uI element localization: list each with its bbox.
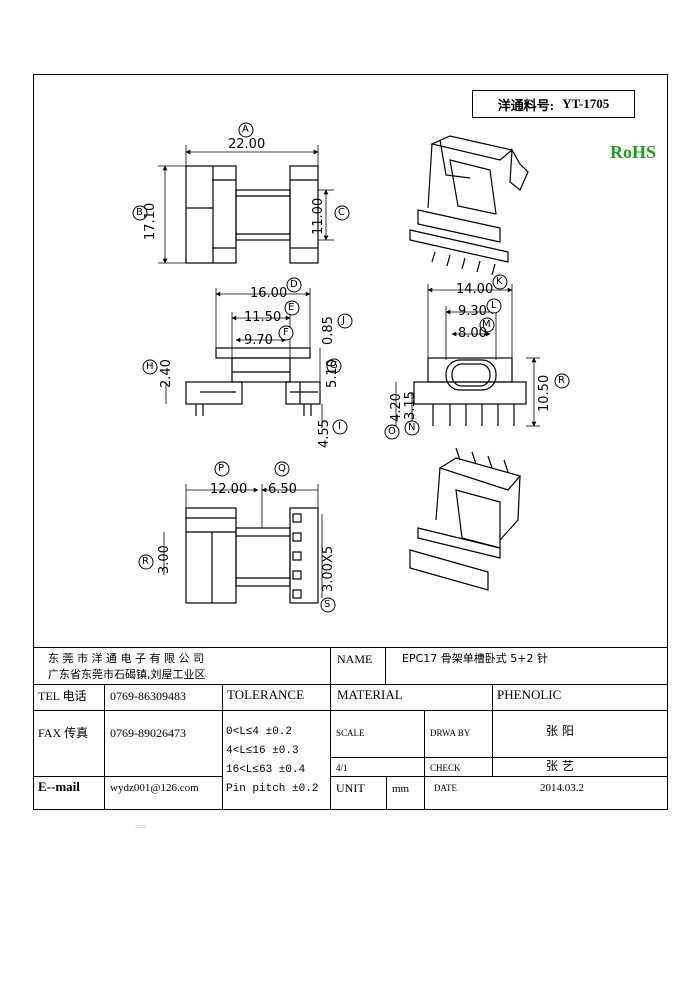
rohs-mark: RoHS (610, 142, 657, 162)
dim-q: 6.50 (268, 482, 297, 497)
dim-r-bottom: 3.00 (157, 545, 172, 574)
tel-value: 0769-86309483 (110, 689, 186, 703)
dim-p: 12.00 (210, 482, 248, 497)
dim-m: 8.00 (458, 326, 487, 341)
tel-label: TEL 电话 (38, 689, 87, 703)
dim-d: 16.00 (250, 286, 288, 301)
callout-f: F (283, 327, 289, 338)
dim-c: 11.00 (311, 197, 326, 235)
dim-a: 22.00 (228, 137, 266, 152)
tolerance-line-1: 0<L≤4 ±0.2 (226, 726, 293, 738)
company-address: 广东省东莞市石碣镇,刘屋工业区 (48, 668, 206, 681)
callout-r-bottom: R (142, 556, 149, 567)
material-label: MATERIAL (337, 687, 403, 702)
callout-i: I (338, 421, 341, 432)
dim-g: 5.10 (325, 359, 340, 388)
callout-j: J (342, 315, 345, 326)
part-number-label: 洋通料号: (497, 97, 555, 113)
part-number-box: 洋通料号: YT-1705 (472, 90, 635, 118)
dim-r-side: 10.50 (537, 374, 552, 412)
callout-p: P (218, 463, 225, 474)
name-label: NAME (337, 652, 373, 666)
tolerance-line-4: Pin pitch ±0.2 (226, 783, 319, 795)
footer-mark: == (135, 822, 147, 833)
date-label: DATE (434, 783, 457, 793)
side-view (413, 357, 527, 426)
tolerance-label: TOLERANCE (227, 687, 305, 702)
callout-g: G (330, 360, 338, 371)
iso-view-bottom (409, 447, 522, 591)
dim-b: 17.10 (143, 202, 158, 240)
dim-i: 4.55 (317, 419, 332, 448)
company-name: 东 莞 市 洋 通 电 子 有 限 公 司 (48, 652, 204, 665)
email-value: wydz001@126.com (110, 782, 199, 794)
callout-q: Q (278, 463, 286, 474)
iso-view-top (409, 135, 529, 276)
check-label: CHECK (430, 763, 461, 773)
callout-k: K (496, 276, 503, 287)
fax-label: FAX 传真 (38, 726, 89, 740)
scale-value: 4/1 (336, 763, 348, 773)
dim-n: 3.15 (403, 391, 418, 420)
email-label: E--mail (38, 779, 80, 794)
callout-e: E (288, 302, 295, 313)
callout-a: A (242, 124, 249, 135)
dim-j: 0.85 (321, 316, 336, 345)
material-value: PHENOLIC (497, 687, 562, 702)
drawby-value: 张 阳 (546, 724, 574, 738)
part-name: EPC17 骨架单槽卧式 5+2 针 (402, 652, 548, 665)
top-view (185, 165, 319, 264)
dim-l: 9.30 (458, 304, 487, 319)
scale-label: SCALE (336, 728, 365, 738)
dim-h: 2.40 (159, 359, 174, 388)
dim-f: 9.70 (244, 333, 273, 348)
unit-label: UNIT (336, 781, 365, 795)
drawby-label: DRWA BY (430, 728, 471, 738)
callout-m: M (482, 319, 491, 330)
callout-c: C (338, 207, 345, 218)
dim-s: 3.00X5 (321, 545, 336, 592)
callout-n: N (408, 422, 416, 433)
dim-e: 11.50 (244, 310, 282, 325)
check-value: 张 艺 (546, 759, 574, 773)
callout-b: B (136, 207, 143, 218)
tolerance-line-2: 4<L≤16 ±0.3 (226, 745, 299, 757)
bottom-view (185, 507, 319, 604)
unit-value: mm (392, 783, 410, 795)
callout-r-side: R (558, 375, 565, 386)
part-number: YT-1705 (562, 96, 610, 111)
date-value: 2014.03.2 (540, 782, 584, 794)
dim-k: 14.00 (456, 282, 494, 297)
dim-o: 4.20 (389, 393, 404, 422)
front-view (185, 347, 321, 416)
tolerance-line-3: 16<L≤63 ±0.4 (226, 764, 306, 776)
callout-d: D (290, 279, 298, 290)
callout-o: O (388, 426, 396, 437)
callout-l: L (491, 300, 497, 311)
callout-h: H (146, 361, 154, 372)
fax-value: 0769-89026473 (110, 726, 186, 740)
callout-circles (132, 122, 570, 613)
callout-s: S (324, 599, 331, 610)
